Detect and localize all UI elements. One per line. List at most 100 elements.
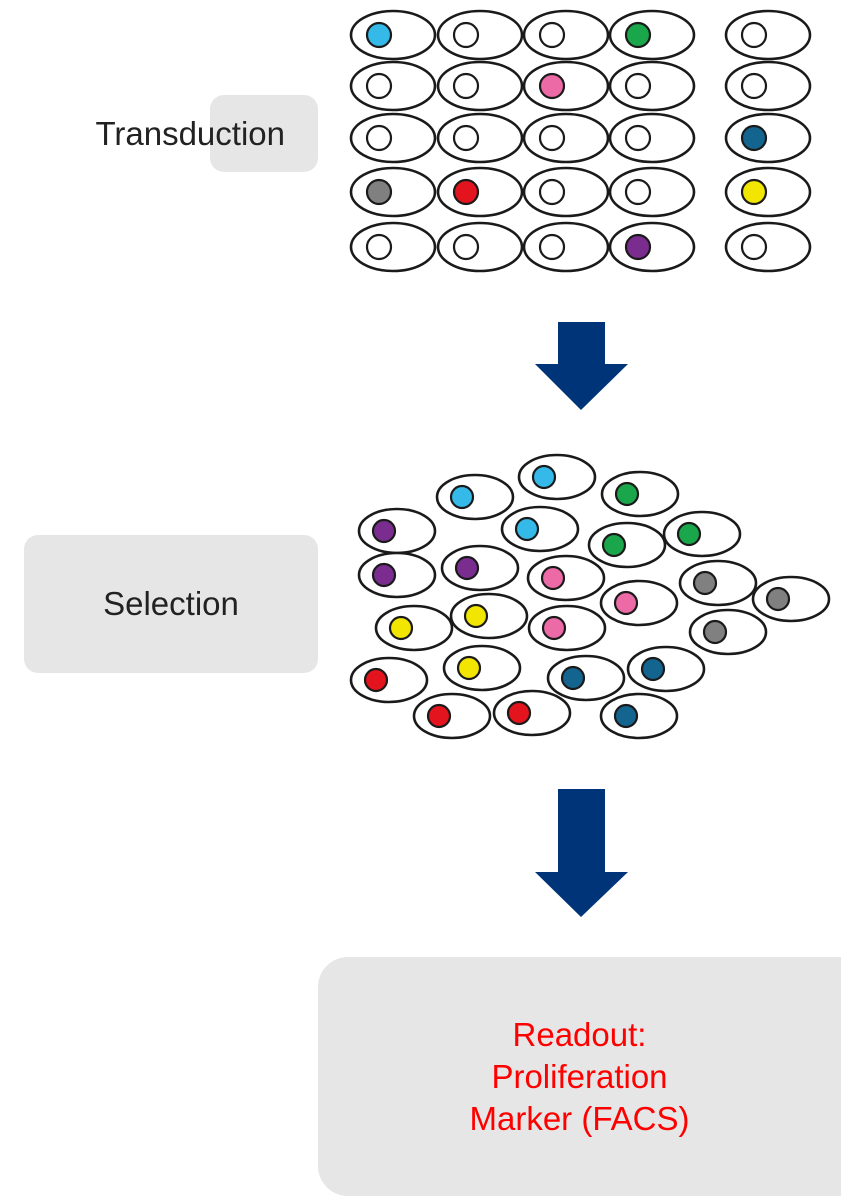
cell-nucleus — [371, 518, 397, 544]
transduction-step-box: Transduction — [95, 95, 318, 172]
cell-nucleus — [456, 655, 482, 681]
selected-cell — [688, 608, 768, 656]
selection-step-box: Selection — [24, 535, 318, 673]
cell-membrane — [435, 473, 515, 521]
cell-membrane — [349, 112, 437, 164]
cell-nucleus — [740, 124, 768, 152]
cell-membrane — [527, 604, 607, 652]
cell-nucleus — [514, 516, 540, 542]
cell-membrane — [349, 60, 437, 112]
cell-membrane — [608, 112, 696, 164]
cell-membrane — [724, 112, 812, 164]
cell-membrane — [357, 551, 437, 599]
cell-nucleus — [452, 124, 480, 152]
cell-membrane — [724, 221, 812, 273]
selected-cell — [440, 544, 520, 592]
grid-cell — [608, 166, 696, 218]
arrow-down-icon — [535, 789, 628, 917]
grid-cell — [349, 221, 437, 273]
selected-cell — [449, 592, 529, 640]
cell-nucleus — [613, 590, 639, 616]
grid-cell — [608, 9, 696, 61]
cell-membrane — [357, 507, 437, 555]
selected-cell — [527, 604, 607, 652]
selected-cell — [442, 644, 522, 692]
cell-membrane — [724, 60, 812, 112]
cell-membrane — [492, 689, 572, 737]
selection-label: Selection — [103, 585, 239, 622]
cell-nucleus — [740, 72, 768, 100]
grid-cell — [349, 9, 437, 61]
cell-nucleus — [740, 21, 768, 49]
selected-cell — [526, 554, 606, 602]
cell-membrane — [522, 166, 610, 218]
cell-membrane — [608, 9, 696, 61]
cell-nucleus — [538, 178, 566, 206]
cell-membrane — [436, 221, 524, 273]
selected-cell — [751, 575, 831, 623]
cell-nucleus — [624, 72, 652, 100]
cell-membrane — [522, 60, 610, 112]
cell-nucleus — [613, 703, 639, 729]
grid-cell — [349, 60, 437, 112]
cell-nucleus — [538, 21, 566, 49]
grid-cell — [436, 221, 524, 273]
selected-cell — [546, 654, 626, 702]
cell-nucleus — [765, 586, 791, 612]
cell-nucleus — [365, 233, 393, 261]
selected-cell — [349, 656, 429, 704]
grid-cell — [724, 166, 812, 218]
cell-membrane — [626, 645, 706, 693]
cell-membrane — [522, 221, 610, 273]
grid-cell — [436, 166, 524, 218]
cell-membrane — [608, 166, 696, 218]
cell-nucleus — [702, 619, 728, 645]
cell-membrane — [440, 544, 520, 592]
cell-nucleus — [540, 565, 566, 591]
grid-cell — [522, 112, 610, 164]
cell-membrane — [724, 9, 812, 61]
cell-nucleus — [538, 124, 566, 152]
cell-membrane — [349, 9, 437, 61]
cell-membrane — [522, 9, 610, 61]
selected-cell — [662, 510, 742, 558]
cell-membrane — [412, 692, 492, 740]
cell-nucleus — [363, 667, 389, 693]
selected-cell — [678, 559, 758, 607]
selected-cell — [435, 473, 515, 521]
grid-cell — [522, 166, 610, 218]
selected-cell — [374, 604, 454, 652]
cell-membrane — [688, 608, 768, 656]
cell-membrane — [349, 221, 437, 273]
grid-cell — [349, 112, 437, 164]
selected-cell — [517, 453, 597, 501]
cell-membrane — [751, 575, 831, 623]
selected-cell — [357, 507, 437, 555]
cell-nucleus — [506, 700, 532, 726]
readout-step-box: Readout: Proliferation Marker (FACS) — [318, 957, 841, 1196]
cell-membrane — [608, 221, 696, 273]
cell-membrane — [599, 692, 679, 740]
selected-cell — [357, 551, 437, 599]
cell-nucleus — [365, 178, 393, 206]
cell-nucleus — [449, 484, 475, 510]
cell-nucleus — [676, 521, 702, 547]
selected-cell — [587, 521, 667, 569]
grid-cell — [608, 221, 696, 273]
cell-nucleus — [624, 21, 652, 49]
grid-cell — [724, 221, 812, 273]
cell-membrane — [436, 9, 524, 61]
cell-membrane — [724, 166, 812, 218]
cell-nucleus — [452, 21, 480, 49]
cell-membrane — [436, 60, 524, 112]
selected-cell-cluster — [349, 453, 831, 740]
cell-nucleus — [692, 570, 718, 596]
cell-membrane — [600, 470, 680, 518]
cell-nucleus — [560, 665, 586, 691]
grid-cell — [608, 60, 696, 112]
selected-cell — [500, 505, 580, 553]
grid-cell — [436, 60, 524, 112]
cell-nucleus — [426, 703, 452, 729]
cell-nucleus — [531, 464, 557, 490]
